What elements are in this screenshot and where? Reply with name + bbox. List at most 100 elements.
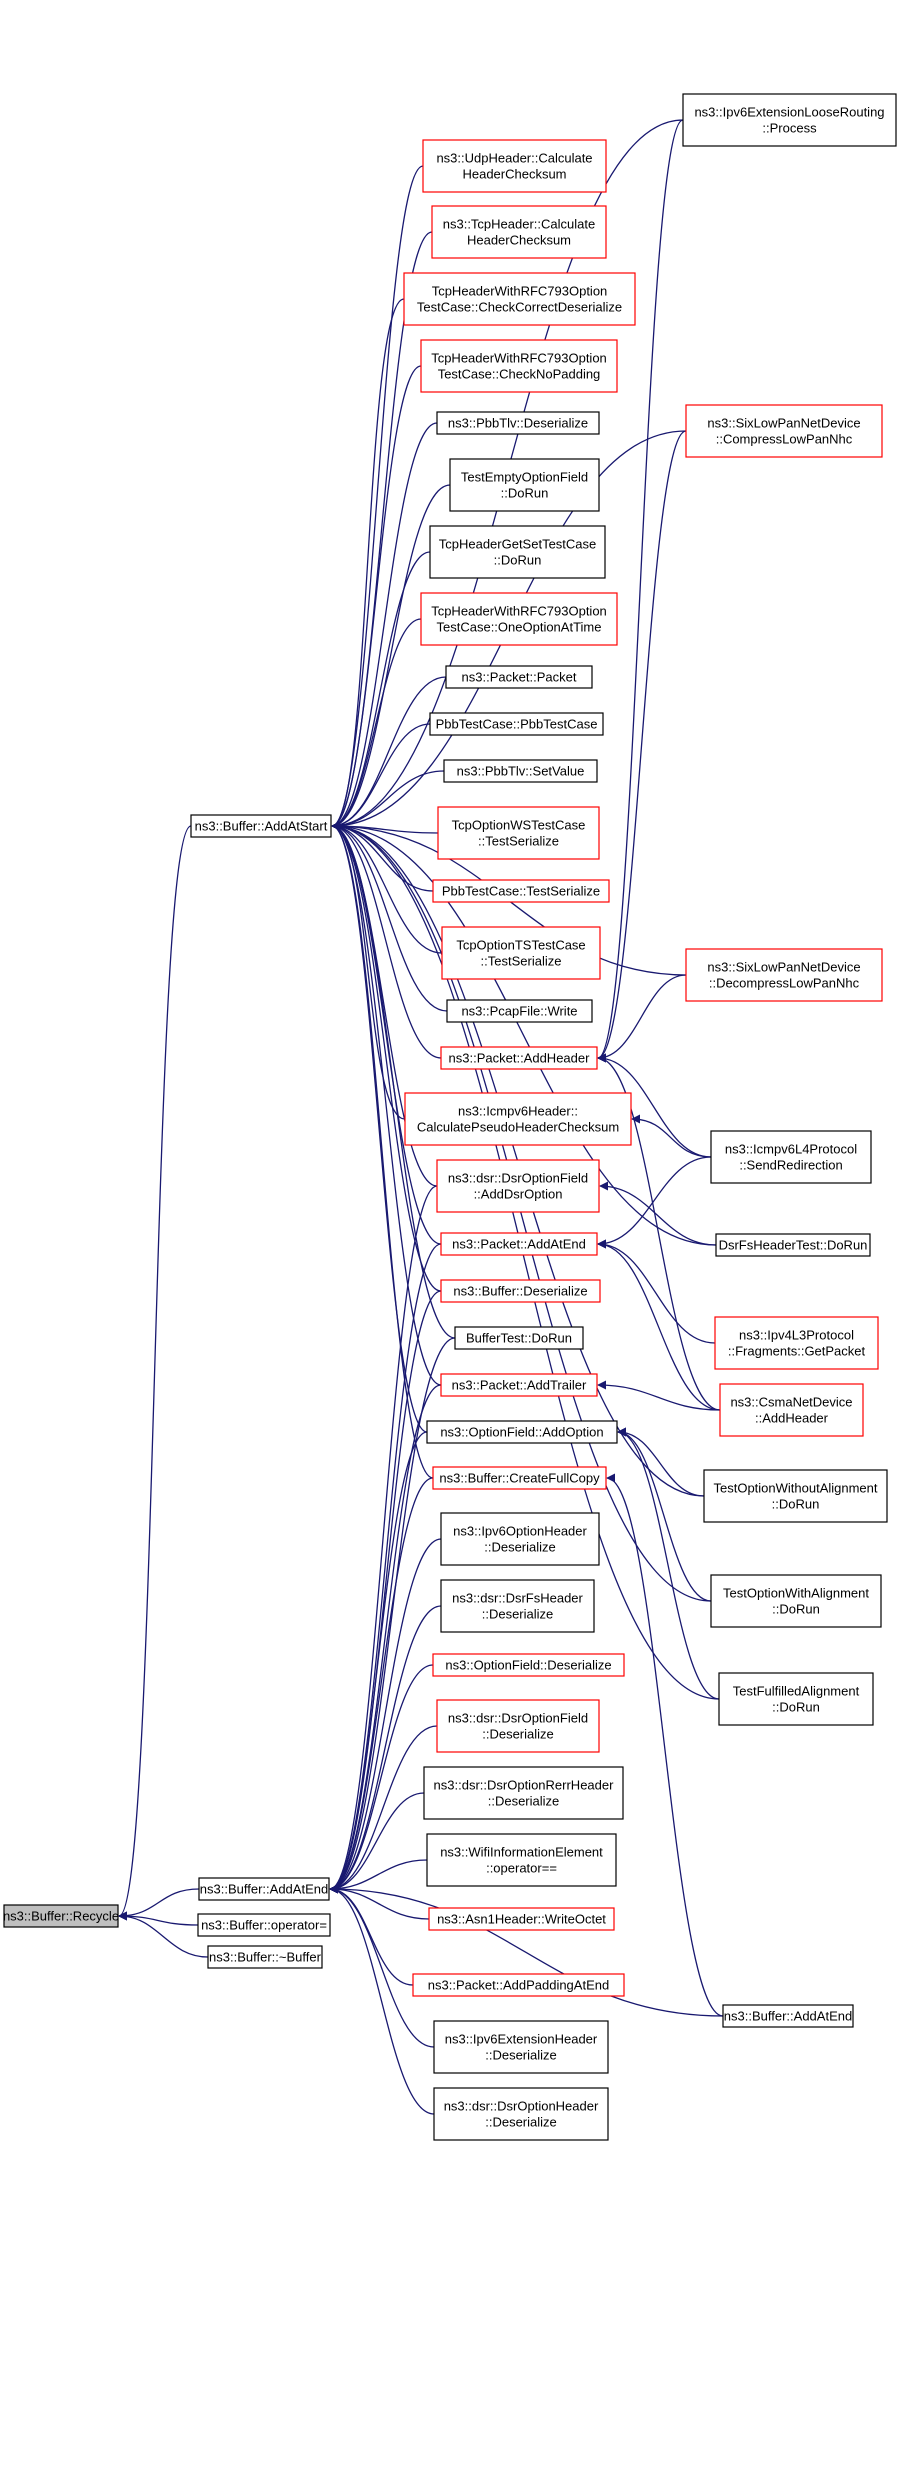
node-csmaAddHeader[interactable]: ns3::CsmaNetDevice::AddHeader xyxy=(719,1383,864,1437)
node-box xyxy=(443,759,598,783)
node-testFulfilled[interactable]: TestFulfilledAlignment::DoRun xyxy=(718,1672,874,1726)
node-label: TcpHeaderWithRFC793Option xyxy=(431,604,607,619)
node-label: ns3::PcapFile::Write xyxy=(461,1004,577,1019)
node-ipv6OptionHeader[interactable]: ns3::Ipv6OptionHeader::Deserialize xyxy=(440,1512,600,1566)
node-bufferTest[interactable]: BufferTest::DoRun xyxy=(454,1326,584,1350)
node-label: ::DoRun xyxy=(494,553,542,568)
node-packetAddHeader[interactable]: ns3::Packet::AddHeader xyxy=(440,1046,598,1070)
edge-csmaAddHeader-to-packetAddHeader xyxy=(597,1053,721,1411)
node-label: ::DoRun xyxy=(772,1700,820,1715)
node-label: ::TestSerialize xyxy=(481,954,562,969)
node-rfcCheckNoPadding[interactable]: TcpHeaderWithRFC793OptionTestCase::Check… xyxy=(420,339,618,393)
node-pcapWrite[interactable]: ns3::PcapFile::Write xyxy=(446,999,593,1023)
node-box xyxy=(433,2087,609,2141)
node-packetAddTrailer[interactable]: ns3::Packet::AddTrailer xyxy=(440,1373,598,1397)
node-destructor[interactable]: ns3::Buffer::~Buffer xyxy=(207,1945,323,1969)
node-label: ::CompressLowPanNhc xyxy=(716,432,853,447)
node-packetPacket[interactable]: ns3::Packet::Packet xyxy=(445,665,593,689)
node-dsrOptionFieldDeser[interactable]: ns3::dsr::DsrOptionField::Deserialize xyxy=(436,1699,600,1753)
node-box xyxy=(420,592,618,646)
node-box xyxy=(446,999,593,1023)
node-tcpHeaderGetSet[interactable]: TcpHeaderGetSetTestCase::DoRun xyxy=(429,525,606,579)
node-icmpv6L4[interactable]: ns3::Icmpv6L4Protocol::SendRedirection xyxy=(710,1130,872,1184)
node-addAtStart[interactable]: ns3::Buffer::AddAtStart xyxy=(190,814,332,838)
node-label: TestCase::OneOptionAtTime xyxy=(437,620,602,635)
node-testWithoutAlign[interactable]: TestOptionWithoutAlignment::DoRun xyxy=(703,1469,888,1523)
node-dsrFsTest[interactable]: DsrFsHeaderTest::DoRun xyxy=(715,1233,871,1257)
node-ipv6ExtHeader[interactable]: ns3::Ipv6ExtensionHeader::Deserialize xyxy=(433,2020,609,2074)
node-rfcCheckCorrect[interactable]: TcpHeaderWithRFC793OptionTestCase::Check… xyxy=(403,272,636,326)
node-dsrAddOption[interactable]: ns3::dsr::DsrOptionField::AddDsrOption xyxy=(436,1159,600,1213)
node-rfcOneOption[interactable]: TcpHeaderWithRFC793OptionTestCase::OneOp… xyxy=(420,592,618,646)
node-pbbTestCase[interactable]: PbbTestCase::PbbTestCase xyxy=(429,712,604,736)
node-label: ::Deserialize xyxy=(485,2115,557,2130)
edge-udpHeader-to-addAtStart xyxy=(331,165,424,831)
node-optionFieldDeser[interactable]: ns3::OptionField::Deserialize xyxy=(432,1653,625,1677)
node-optionFieldAdd[interactable]: ns3::OptionField::AddOption xyxy=(426,1420,618,1444)
node-bufferAddAtEndR[interactable]: ns3::Buffer::AddAtEnd xyxy=(722,2004,854,2028)
node-ipv4Frag[interactable]: ns3::Ipv4L3Protocol::Fragments::GetPacke… xyxy=(714,1316,879,1370)
node-pbbTlvSetValue[interactable]: ns3::PbbTlv::SetValue xyxy=(443,759,598,783)
node-box xyxy=(436,1699,600,1753)
node-label: ns3::dsr::DsrOptionField xyxy=(448,1711,588,1726)
node-testWithAlign[interactable]: TestOptionWithAlignment::DoRun xyxy=(710,1574,882,1628)
node-label: TestCase::CheckCorrectDeserialize xyxy=(417,300,622,315)
node-label: ::Deserialize xyxy=(485,2048,557,2063)
edges-layer xyxy=(118,119,724,2115)
edge-bufferAddAtEndR-to-bufferFullCopy xyxy=(606,1473,724,2017)
edge-dsrFsTest-to-dsrAddOption xyxy=(599,1181,717,1246)
node-dsrFsHeader[interactable]: ns3::dsr::DsrFsHeader::Deserialize xyxy=(440,1579,595,1633)
node-label: ns3::dsr::DsrOptionHeader xyxy=(444,2099,599,2114)
node-wifiInfo[interactable]: ns3::WifiInformationElement::operator== xyxy=(426,1833,617,1887)
node-bufferDeser[interactable]: ns3::Buffer::Deserialize xyxy=(440,1279,601,1303)
node-asn1Write[interactable]: ns3::Asn1Header::WriteOctet xyxy=(428,1907,615,1931)
node-dsrOptionHeader[interactable]: ns3::dsr::DsrOptionHeader::Deserialize xyxy=(433,2087,609,2141)
edge-operatorAssign-to-recycle xyxy=(118,1911,199,1926)
node-label: TcpOptionWSTestCase xyxy=(452,818,586,833)
node-box xyxy=(207,1945,323,1969)
node-box xyxy=(197,1913,331,1937)
node-label: TcpHeaderGetSetTestCase xyxy=(439,537,597,552)
node-label: ::Deserialize xyxy=(484,1540,556,1555)
node-box xyxy=(685,404,883,458)
edge-pbbTlvDeser-to-addAtStart xyxy=(331,422,438,831)
node-label: ns3::Buffer::AddAtEnd xyxy=(724,2009,852,2024)
edge-ipv6ExtHeader-to-addAtEnd xyxy=(329,1884,435,2048)
node-label: ::TestSerialize xyxy=(478,834,559,849)
node-box xyxy=(440,1279,601,1303)
node-box xyxy=(710,1574,882,1628)
node-label: TestEmptyOptionField xyxy=(461,470,588,485)
node-pbbTestSerialize[interactable]: PbbTestCase::TestSerialize xyxy=(432,879,610,903)
node-icmpv6Pseudo[interactable]: ns3::Icmpv6Header::CalculatePseudoHeader… xyxy=(404,1092,632,1146)
node-pbbTlvDeser[interactable]: ns3::PbbTlv::Deserialize xyxy=(436,411,600,435)
node-ipv6ExtLoose[interactable]: ns3::Ipv6ExtensionLooseRouting::Process xyxy=(682,93,897,147)
edge-csmaAddHeader-to-packetAddTrailer xyxy=(597,1380,721,1411)
edge-icmpv6L4-to-packetAddHeader xyxy=(597,1053,712,1158)
edge-packetPacket-to-addAtStart xyxy=(331,676,447,831)
node-operatorAssign[interactable]: ns3::Buffer::operator= xyxy=(197,1913,331,1937)
edge-tcpOptionTS-to-addAtStart xyxy=(331,821,443,954)
node-bufferFullCopy[interactable]: ns3::Buffer::CreateFullCopy xyxy=(432,1466,607,1490)
node-box xyxy=(703,1469,888,1523)
node-sixLowDecompress[interactable]: ns3::SixLowPanNetDevice::DecompressLowPa… xyxy=(685,948,883,1002)
node-dsrRerr[interactable]: ns3::dsr::DsrOptionRerrHeader::Deseriali… xyxy=(423,1766,624,1820)
node-label: ns3::CsmaNetDevice xyxy=(730,1395,852,1410)
node-recycle[interactable]: ns3::Buffer::Recycle xyxy=(3,1904,119,1928)
node-label: ns3::Icmpv6Header:: xyxy=(458,1104,578,1119)
node-addAtEnd[interactable]: ns3::Buffer::AddAtEnd xyxy=(198,1877,330,1901)
edge-dsrFsTest-to-addAtStart xyxy=(331,821,717,1246)
node-label: ns3::Packet::Packet xyxy=(462,670,577,685)
node-sixLowCompress[interactable]: ns3::SixLowPanNetDevice::CompressLowPanN… xyxy=(685,404,883,458)
node-packetPadding[interactable]: ns3::Packet::AddPaddingAtEnd xyxy=(412,1973,625,1997)
edge-packetAddHeader-to-addAtStart xyxy=(331,821,442,1059)
node-tcpOptionTS[interactable]: TcpOptionTSTestCase::TestSerialize xyxy=(441,926,601,980)
node-tcpOptionWS[interactable]: TcpOptionWSTestCase::TestSerialize xyxy=(437,806,600,860)
node-testEmptyOption[interactable]: TestEmptyOptionField::DoRun xyxy=(449,458,600,512)
node-label: ns3::Packet::AddHeader xyxy=(449,1051,591,1066)
node-box xyxy=(432,1653,625,1677)
edge-pbbTestCase-to-addAtStart xyxy=(331,723,431,831)
node-label: ::Process xyxy=(762,121,817,136)
node-packetAddAtEnd[interactable]: ns3::Packet::AddAtEnd xyxy=(440,1232,598,1256)
